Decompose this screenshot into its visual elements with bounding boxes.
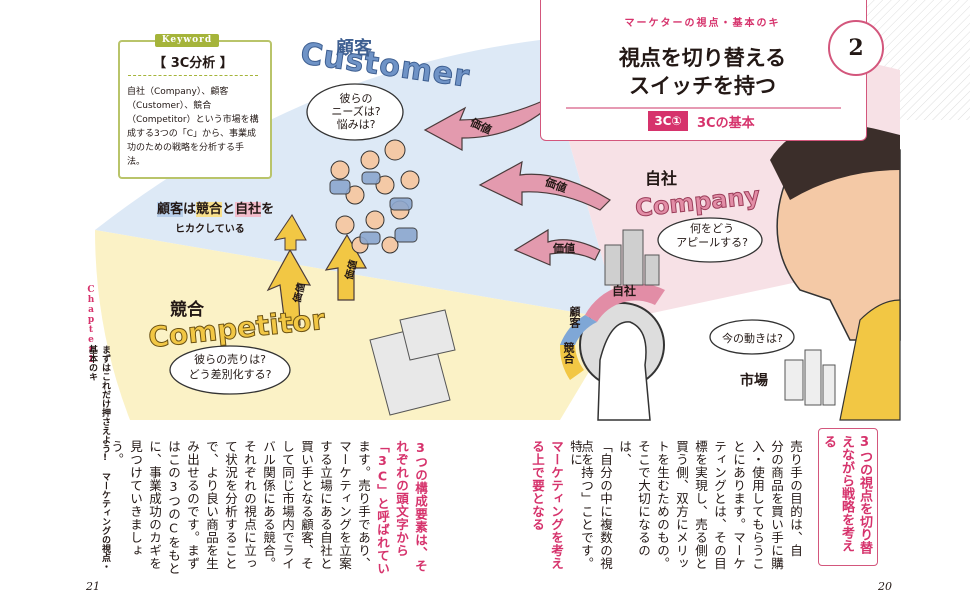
header-title: 視点を切り替える スイッチを持つ bbox=[540, 44, 865, 100]
header-card bbox=[540, 0, 867, 141]
compare-company: 自社 bbox=[235, 202, 262, 217]
right-col-5: ティングとは、その目 bbox=[712, 440, 727, 570]
compare-note-line2: ヒカクしている bbox=[175, 224, 245, 235]
chapter-label: Chapter1 bbox=[86, 285, 96, 365]
right-col-1: 売り手の目的は、自 bbox=[788, 440, 803, 557]
left-col-10: み出せるのです。まず bbox=[185, 440, 200, 570]
left-col-5: して同じ市場内でライ bbox=[280, 440, 295, 570]
left-col-7: それぞれの視点に立っ bbox=[242, 440, 257, 570]
compare-competitor: 競合 bbox=[196, 202, 223, 217]
left-page-number: 21 bbox=[86, 580, 100, 593]
left-col-11: はこの3つのCをもと bbox=[166, 440, 181, 575]
right-col-3: 入・使用してもらうこ bbox=[750, 440, 765, 570]
emphasis-text: マーケティングを考える上で要となる bbox=[530, 440, 564, 570]
left-col-4: 買い手となる顧客、そ bbox=[299, 440, 314, 570]
right-page-text: 売り手の目的は、自 分の商品を買い手に購 入・使用してもらうこ とにあります。マ… bbox=[579, 440, 805, 580]
emphasis-lead: 特に bbox=[568, 440, 583, 466]
dial-customer-label: 顧客 bbox=[568, 306, 581, 328]
keyword-title: 【 3C分析 】 bbox=[153, 56, 233, 71]
left-col-8: て状況を分析すること bbox=[223, 440, 238, 570]
right-col-8: トを生むためのもの。 bbox=[655, 440, 670, 570]
right-page-number: 20 bbox=[878, 580, 892, 593]
left-page-text: 3つの構成要素は、そ れぞれの頭文字から 「3C」と呼ばれてい ます。売り手であ… bbox=[109, 440, 430, 580]
left-hl-2: れぞれの頭文字から bbox=[394, 440, 409, 557]
left-col-9: で、より良い商品を生 bbox=[204, 440, 219, 570]
keyword-box bbox=[118, 40, 272, 179]
compare-particle-2: と bbox=[222, 202, 236, 217]
customer-bubble: 彼らの ニーズは? 悩みは? bbox=[331, 92, 381, 131]
competitor-bubble: 彼らの売りは? どう差別化する? bbox=[188, 353, 272, 381]
compare-particle-3: を bbox=[261, 202, 275, 217]
keyword-divider bbox=[128, 75, 258, 76]
left-col-1: ます。売り手であり、 bbox=[356, 440, 371, 570]
header-title-line2: スイッチを持つ bbox=[629, 74, 776, 98]
compare-customer: 顧客 bbox=[157, 202, 184, 217]
market-label: 市場 bbox=[740, 373, 768, 389]
value-label-3: 価値 bbox=[553, 242, 575, 255]
left-hl-1: 3つの構成要素は、そ bbox=[413, 440, 428, 573]
dial-company-label: 自社 bbox=[612, 284, 637, 298]
compare-particle-1: は bbox=[183, 202, 197, 217]
keyword-tag: Keyword bbox=[155, 34, 219, 47]
customer-jp-label: 顧客 bbox=[336, 38, 372, 59]
right-col-11: 点を持つ」ことです。 bbox=[579, 440, 594, 570]
company-jp-label: 自社 bbox=[645, 169, 678, 188]
right-col-7: 買う側、双方にメリッ bbox=[674, 440, 689, 570]
dial-competitor-label: 競合 bbox=[562, 342, 575, 364]
left-hl-3: 「3C」と呼ばれてい bbox=[375, 440, 390, 575]
right-page-emphasis: 特に マーケティングを考える上で要となる bbox=[530, 440, 585, 580]
right-col-10: 「自分の中に複数の視 bbox=[598, 440, 613, 570]
market-bubble: 今の動きは? bbox=[722, 332, 783, 345]
header-title-line1: 視点を切り替える bbox=[618, 46, 787, 70]
right-col-4: とにあります。マーケ bbox=[731, 440, 746, 570]
keyword-text: 自社（Company）、顧客（Customer）、競合（Competitor）と… bbox=[127, 87, 259, 167]
competitor-jp-label: 競合 bbox=[170, 300, 204, 320]
section-number: 2 bbox=[828, 20, 884, 76]
callout-box: 3つの視点を切り替えながら戦略を考える bbox=[818, 428, 878, 566]
compare-note: 顧客は競合と自社を bbox=[157, 198, 274, 217]
header-subtitle: マーケターの視点・基本のキ bbox=[624, 18, 781, 29]
chapter-title: まずはこれだけ押さえよう! マーケティングの視点・基本のキ bbox=[87, 345, 110, 571]
right-col-2: 分の商品を買い手に購 bbox=[769, 440, 784, 570]
left-col-2: マーケティングを立案 bbox=[337, 440, 352, 570]
section-tag-text: 3Cの基本 bbox=[697, 116, 755, 131]
left-col-3: する立場にある自社と bbox=[318, 440, 333, 570]
left-col-12: に、事業成功のカギを bbox=[147, 440, 162, 570]
header-divider bbox=[566, 107, 841, 109]
right-col-6: 標を実現し、売る側と bbox=[693, 440, 708, 570]
right-col-9: そこで大切になるのは、 bbox=[617, 440, 651, 557]
left-col-6: バル関係にある競合。 bbox=[261, 440, 276, 570]
company-bubble: 何をどう アピールする? bbox=[676, 222, 748, 249]
section-tag: 3C① bbox=[648, 111, 688, 131]
left-col-13: 見つけていきましょう。 bbox=[109, 440, 143, 557]
